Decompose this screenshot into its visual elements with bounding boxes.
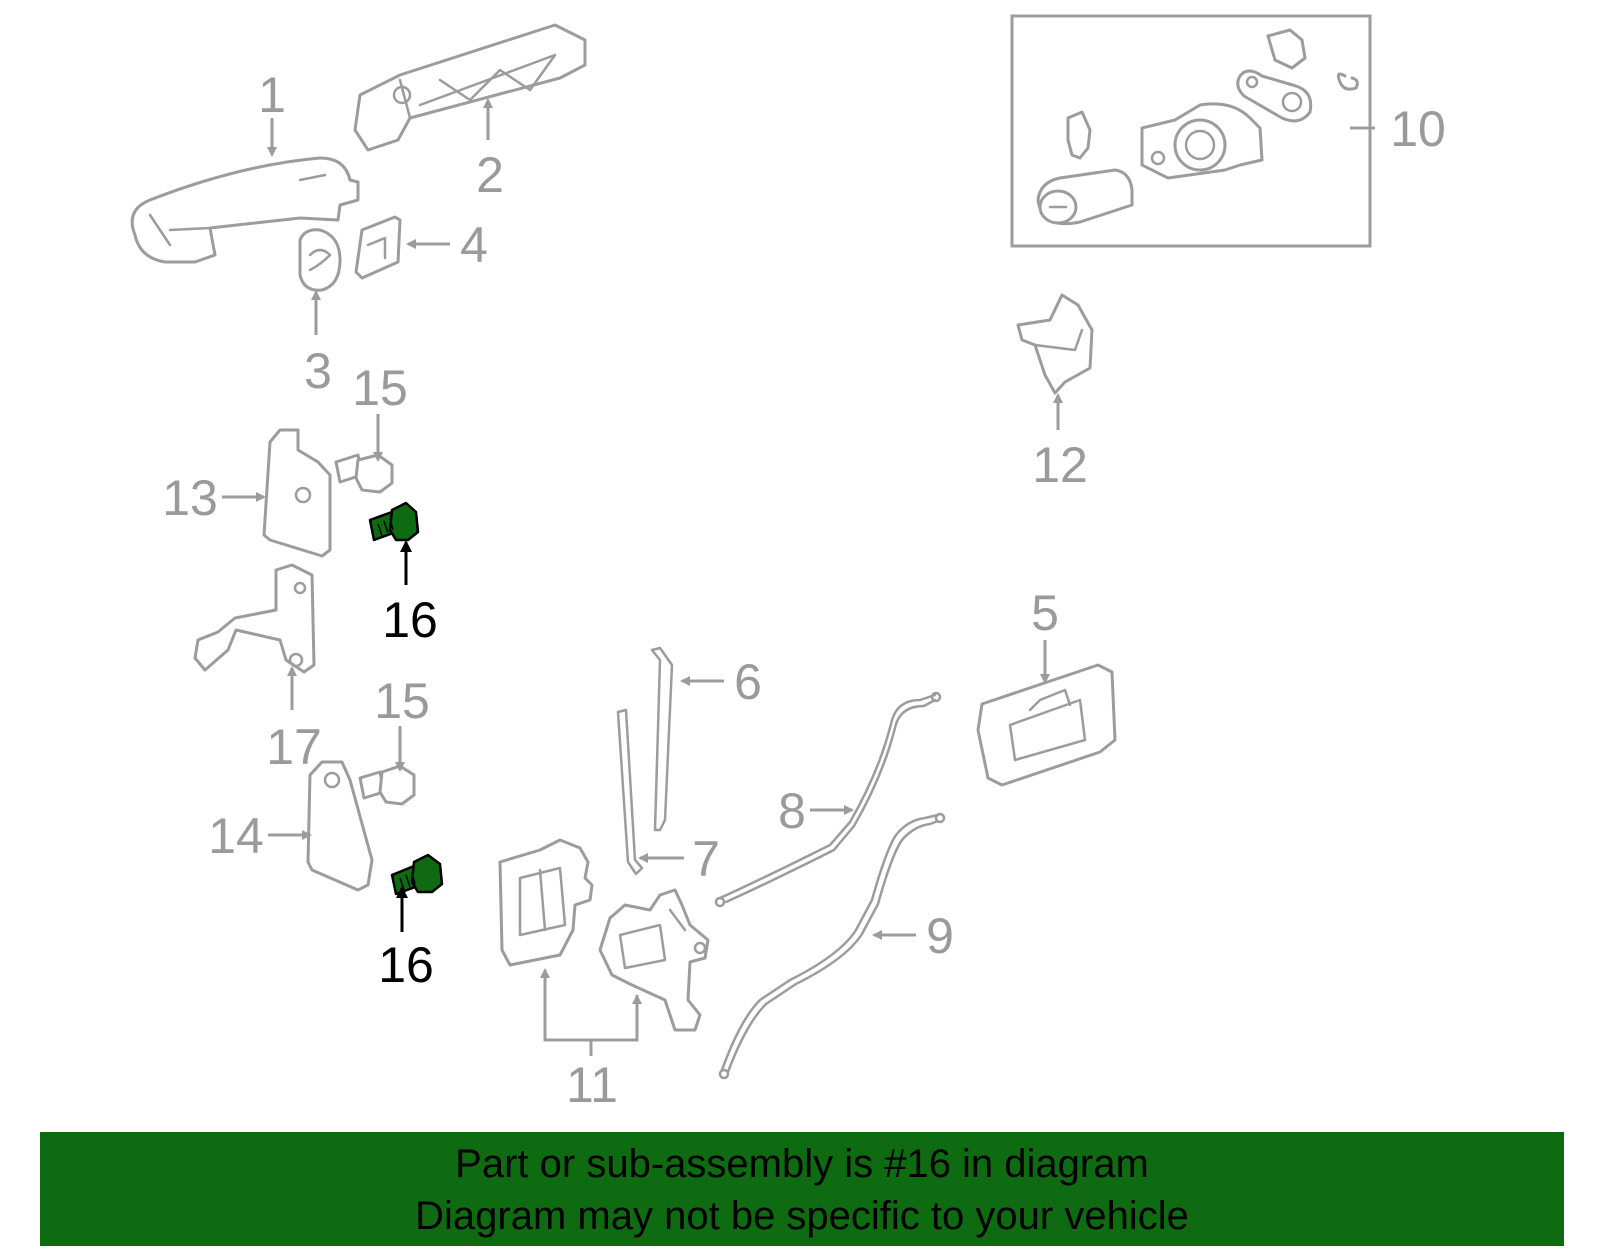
callout-7: 7 — [692, 831, 720, 887]
part-4-gasket — [354, 215, 402, 280]
callout-8: 8 — [778, 783, 806, 839]
callout-17: 17 — [266, 719, 322, 775]
callout-1: 1 — [258, 67, 286, 123]
part-10-lock-cylinder-kit — [1010, 14, 1372, 248]
callout-15-lower: 15 — [374, 673, 430, 729]
callout-2: 2 — [476, 147, 504, 203]
callout-5: 5 — [1031, 585, 1059, 641]
part-2-handle-frame — [353, 23, 587, 152]
part-5-inside-handle — [976, 663, 1117, 787]
part-12-striker — [1016, 293, 1094, 395]
callout-6: 6 — [734, 654, 762, 710]
callout-9: 9 — [926, 908, 954, 964]
part-6-rod — [650, 646, 674, 832]
banner-line-1: Part or sub-assembly is #16 in diagram — [455, 1142, 1149, 1186]
leader-lines — [222, 98, 1375, 1056]
callout-16-upper: 16 — [382, 592, 438, 648]
callout-13: 13 — [162, 470, 218, 526]
info-banner: Part or sub-assembly is #16 in diagram D… — [40, 1132, 1564, 1246]
part-16-bolt-lower — [390, 853, 444, 896]
part-7-rod — [616, 708, 644, 876]
part-1-outside-handle — [130, 156, 360, 264]
callout-14: 14 — [208, 808, 264, 864]
callout-4: 4 — [460, 217, 488, 273]
callout-16-lower: 16 — [378, 937, 434, 993]
callout-11: 11 — [566, 1057, 618, 1113]
part-8-cable — [714, 691, 942, 908]
part-13-bracket — [262, 428, 332, 558]
part-9-cable — [718, 812, 946, 1080]
parts-diagram: 1 2 3 4 5 6 7 8 9 10 11 12 13 14 15 15 1… — [130, 14, 1446, 1113]
part-16-bolt-upper — [368, 501, 420, 542]
part-17-check-link — [193, 563, 316, 674]
banner-line-2: Diagram may not be specific to your vehi… — [415, 1194, 1189, 1238]
callout-12: 12 — [1032, 437, 1088, 493]
callout-10: 10 — [1390, 101, 1446, 157]
part-11-latch-assembly — [498, 838, 710, 1032]
part-3-gasket — [298, 228, 342, 292]
part-15-bolt-lower — [358, 764, 416, 806]
callout-labels: 1 2 3 4 5 6 7 8 9 10 11 12 13 14 15 15 1… — [162, 67, 1446, 1113]
callout-3: 3 — [304, 343, 332, 399]
part-14-bracket — [306, 760, 374, 892]
callout-15-upper: 15 — [352, 360, 408, 416]
part-15-bolt-upper — [334, 453, 394, 494]
